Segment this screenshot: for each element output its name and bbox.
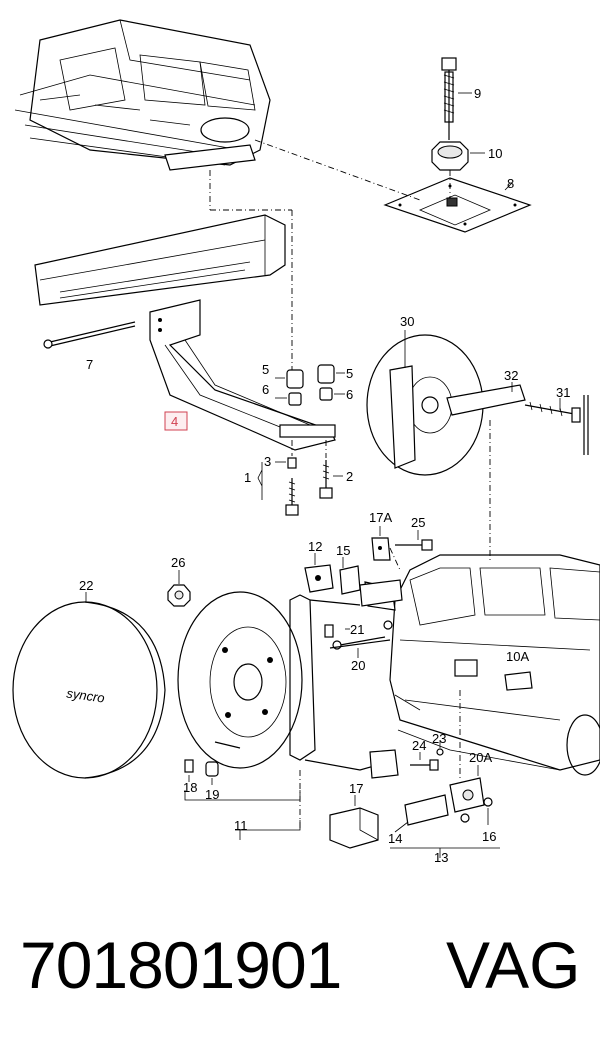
callout-26: 26 — [171, 555, 185, 570]
van-rear-view — [389, 554, 600, 776]
callout-11: 11 — [234, 818, 248, 833]
rod-part-7 — [43, 321, 136, 349]
spare-wheel-jack-assembly — [366, 330, 589, 560]
callout-6-left: 6 — [262, 382, 269, 397]
callout-20a: 20A — [469, 750, 492, 765]
cover-brand-script: syncro — [66, 685, 106, 705]
callout-2: 2 — [346, 469, 353, 484]
cap-part-17 — [329, 795, 379, 849]
callout-1: 1 — [244, 470, 251, 485]
callout-19: 19 — [205, 787, 219, 802]
callout-10: 10 — [488, 146, 502, 161]
rod-parts-20-21 — [329, 620, 393, 658]
lock-assembly-13 — [390, 690, 500, 858]
callout-16: 16 — [482, 829, 496, 844]
van-underbody-drawing — [14, 19, 271, 171]
callout-22: 22 — [79, 578, 93, 593]
nut-part-26 — [167, 570, 191, 607]
callout-24: 24 — [412, 738, 426, 753]
mounting-plate-assembly — [383, 57, 532, 233]
callout-17: 17 — [349, 781, 363, 796]
spare-wheel-carrier — [177, 581, 399, 840]
callout-17a: 17A — [369, 510, 392, 525]
callout-3: 3 — [264, 454, 271, 469]
pins-18-19 — [184, 759, 219, 785]
wheel-cover-part-22: syncro — [12, 592, 166, 779]
bolts-1-2-3 — [257, 440, 343, 516]
callout-30: 30 — [400, 314, 414, 329]
callout-15: 15 — [336, 543, 350, 558]
callout-23: 23 — [432, 731, 446, 746]
frame-rail-section — [34, 214, 286, 306]
brand-name: VAG — [446, 928, 581, 1002]
callout-9: 9 — [474, 86, 481, 101]
callout-10a: 10A — [506, 649, 529, 664]
carrier-bracket-part-4 — [149, 299, 336, 451]
part-number: 701801901 — [20, 928, 342, 1002]
callout-labels: 9 10 8 7 4 5 6 5 6 3 1 2 30 32 31 17A 25… — [79, 86, 570, 865]
callout-4-highlight — [164, 411, 188, 431]
rubber-mounts-5-6 — [275, 364, 345, 406]
callout-20: 20 — [351, 658, 365, 673]
exploded-parts-diagram: syncro — [12, 19, 600, 865]
callout-6-right: 6 — [346, 387, 353, 402]
callout-5-left: 5 — [262, 362, 269, 377]
callout-21: 21 — [350, 622, 364, 637]
callout-5-right: 5 — [346, 366, 353, 381]
callout-4: 4 — [171, 414, 178, 429]
callout-7: 7 — [86, 357, 93, 372]
callout-8: 8 — [507, 176, 514, 191]
callout-14: 14 — [388, 831, 402, 846]
callout-32: 32 — [504, 368, 518, 383]
callout-12: 12 — [308, 539, 322, 554]
bracket-17a-bolt-25 — [371, 526, 433, 571]
callout-18: 18 — [183, 780, 197, 795]
callout-13: 13 — [434, 850, 448, 865]
callout-25: 25 — [411, 515, 425, 530]
callout-31: 31 — [556, 385, 570, 400]
hinge-parts-12-15 — [304, 553, 403, 607]
